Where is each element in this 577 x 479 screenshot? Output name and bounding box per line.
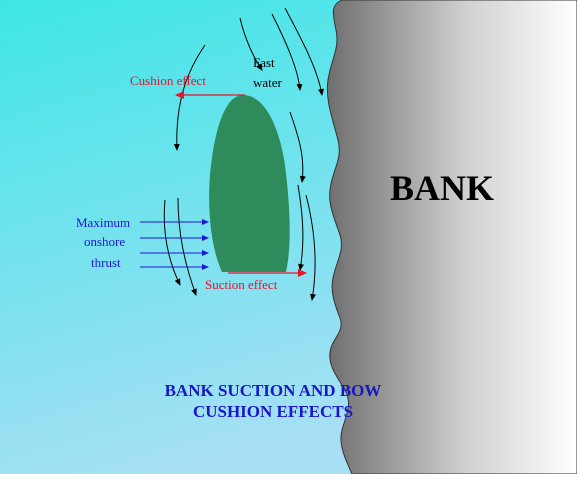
fast-water-label-line2: water <box>253 75 282 90</box>
flow-arrow-left-lower-2 <box>177 197 197 296</box>
max-thrust-label-line2: onshore <box>84 234 126 249</box>
ship-hull <box>209 95 290 272</box>
bank-label: BANK <box>390 168 495 208</box>
flow-arrow-right-6 <box>305 194 316 301</box>
flow-arrow-left-upper <box>173 44 206 151</box>
fast-water-label-line1: Fast <box>253 55 275 70</box>
max-thrust-label-line1: Maximum <box>76 215 131 230</box>
flow-arrow-right-1 <box>239 17 263 71</box>
bank-shape <box>326 0 577 475</box>
flow-arrow-right-2 <box>271 13 303 91</box>
flow-arrow-right-5 <box>297 184 305 271</box>
max-thrust-label-line3: thrust <box>91 255 121 270</box>
cushion-effect-label: Cushion effect <box>130 73 206 88</box>
diagram-title: BANK SUCTION AND BOW CUSHION EFFECTS <box>103 380 443 422</box>
flow-arrow-left-lower-1 <box>163 199 181 286</box>
diagram-title-line2: CUSHION EFFECTS <box>192 402 354 421</box>
diagram-title-line1: BANK SUCTION AND BOW <box>164 381 382 400</box>
flow-arrow-right-3 <box>284 7 325 96</box>
suction-effect-label: Suction effect <box>205 277 278 292</box>
flow-arrow-right-4 <box>289 111 306 183</box>
